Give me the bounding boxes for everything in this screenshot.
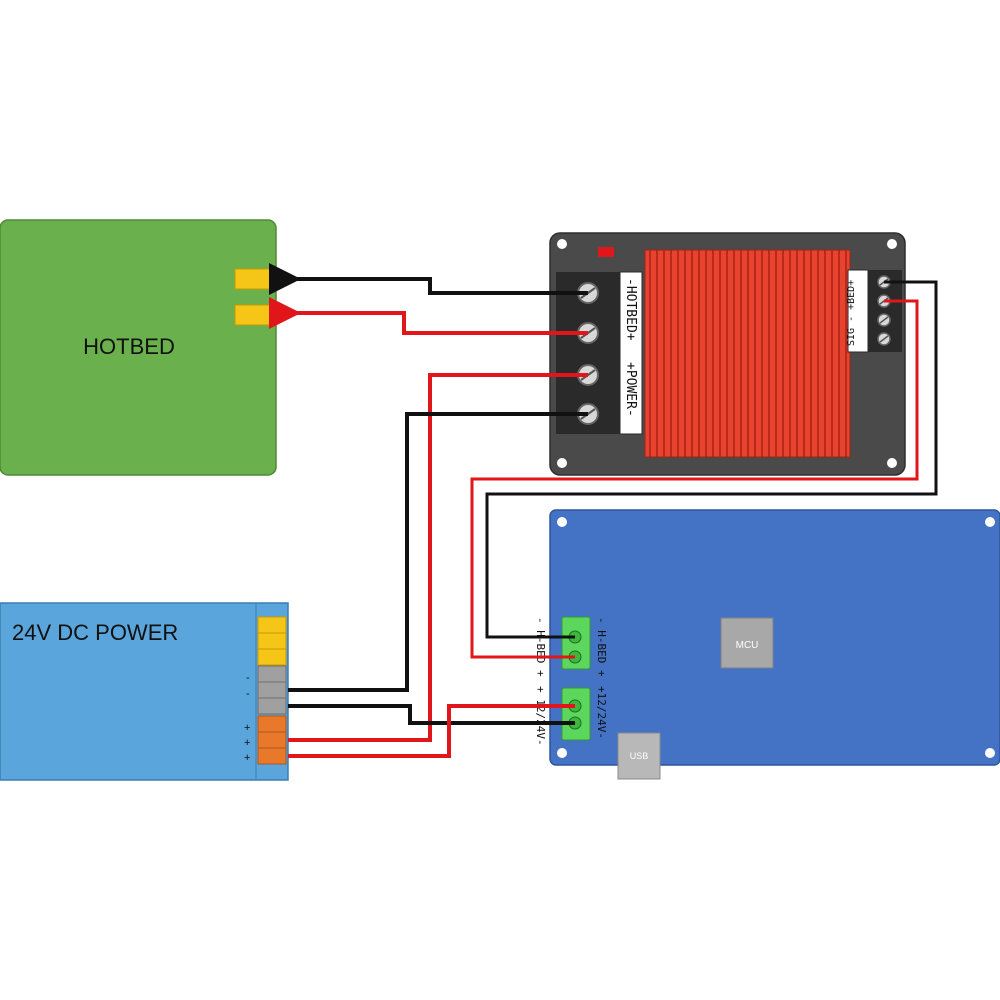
- controller-board-body: [549, 509, 1000, 766]
- signal-screw-3[interactable]: [877, 313, 891, 327]
- mounting-hole: [985, 517, 995, 527]
- pos-mark-1: +: [244, 722, 250, 734]
- usb-label: USB: [630, 751, 649, 761]
- mounting-hole: [557, 239, 567, 249]
- wire-board-power-negative: [288, 704, 575, 725]
- heatsink: [644, 249, 851, 458]
- power-supply: 24V DC POWER - - + + +: [0, 602, 289, 781]
- vin-label-right: +12/24V-: [595, 686, 608, 739]
- power-terminal-pos-2[interactable]: [257, 731, 287, 749]
- hotbed: HOTBED: [0, 219, 277, 476]
- pos-mark-3: +: [244, 752, 250, 764]
- vin-label-left: + 12/24V-: [534, 686, 547, 746]
- mounting-hole: [557, 458, 567, 468]
- hotbed-body: [0, 219, 277, 476]
- hotbed-terminal-negative[interactable]: [234, 268, 274, 290]
- power-supply-label: 24V DC POWER: [12, 620, 178, 645]
- controller-board: MCU USB - H-BED + - H-BED + + 12/24V- +1…: [534, 509, 1000, 780]
- power-terminal-ac-1[interactable]: [257, 616, 287, 634]
- wire-board-power-positive: [288, 704, 575, 758]
- neg-mark-2: -: [246, 688, 250, 700]
- power-terminal-neg-1[interactable]: [257, 665, 287, 683]
- power-terminal-ac-3[interactable]: [257, 648, 287, 666]
- neg-mark-1: -: [246, 672, 250, 684]
- mounting-hole: [557, 517, 567, 527]
- hotbed-terminal-positive[interactable]: [234, 304, 274, 326]
- signal-screw-4[interactable]: [877, 332, 891, 346]
- mounting-hole: [557, 748, 567, 758]
- mounting-hole: [887, 239, 897, 249]
- power-terminal-neg-3[interactable]: [257, 697, 287, 715]
- wire-hotbed-positive: [269, 297, 588, 335]
- mounting-hole: [985, 748, 995, 758]
- status-led: [598, 247, 614, 257]
- mosfet-module: -HOTBED+ +POWER- SIG - +BED+: [549, 232, 906, 476]
- usb-port[interactable]: [617, 732, 661, 780]
- wire-signal-negative: [485, 280, 938, 639]
- mcu-chip: [720, 617, 774, 669]
- terminal-label-strip: [619, 271, 643, 435]
- power-terminal-pos-1[interactable]: [257, 715, 287, 733]
- pos-mark-2: +: [244, 737, 250, 749]
- mounting-hole: [887, 458, 897, 468]
- hbed-label-right: - H-BED +: [595, 617, 608, 677]
- hbed-label-left: - H-BED +: [534, 617, 547, 677]
- hotbed-terminal-label: -HOTBED+: [623, 278, 638, 341]
- signal-terminal-label: SIG - +BED+: [846, 280, 857, 346]
- wire-mosfet-power-positive: [288, 373, 588, 742]
- power-terminal-ac-2[interactable]: [257, 632, 287, 650]
- mcu-label: MCU: [736, 640, 759, 651]
- vin-connector[interactable]: [561, 687, 591, 741]
- wire-hotbed-negative: [269, 263, 588, 295]
- power-supply-body: [0, 602, 289, 781]
- wires: [269, 263, 938, 758]
- power-terminal-label: +POWER-: [623, 362, 638, 417]
- wire-signal-positive: [470, 299, 919, 659]
- power-terminal-pos-3[interactable]: [257, 747, 287, 765]
- wire-mosfet-power-negative: [288, 412, 588, 692]
- hotbed-label: HOTBED: [83, 334, 175, 359]
- power-terminal-neg-2[interactable]: [257, 681, 287, 699]
